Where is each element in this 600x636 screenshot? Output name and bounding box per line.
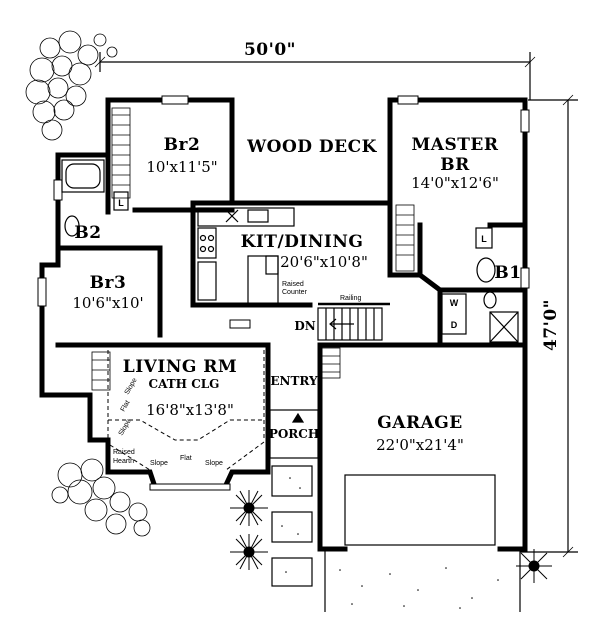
shrub-cluster-left <box>51 458 151 537</box>
garage-name: GARAGE <box>377 413 463 433</box>
room-br2: Br2 10'x11'5" <box>146 135 217 176</box>
living-ceiling: CATH CLG <box>149 377 220 391</box>
closet-hatch <box>91 107 415 391</box>
flat-label-side: Flat <box>120 399 132 413</box>
wood-deck-label: WOOD DECK <box>246 137 378 157</box>
slope-label-upper: Slope <box>124 377 139 396</box>
living-size: 16'8"x13'8" <box>146 401 234 419</box>
room-br3: Br3 10'6"x10' <box>72 273 143 312</box>
stairs <box>317 302 390 341</box>
kitchen-name: KIT/DINING <box>241 232 364 252</box>
master-name-line1: MASTER <box>411 135 498 155</box>
kitchen-note-line1: Raised <box>282 281 304 288</box>
driveway-texture <box>281 477 499 609</box>
shrub-star-2 <box>230 534 268 570</box>
entry-label: ENTRY <box>270 374 318 388</box>
garage-size: 22'0"x21'4" <box>376 436 464 454</box>
kitchen-size: 20'6"x10'8" <box>280 253 368 271</box>
bath2-label: B2 <box>74 223 101 243</box>
living-name: LIVING RM <box>123 357 237 377</box>
interior-walls <box>55 152 528 411</box>
windows <box>37 95 530 491</box>
bath1-linen-label: L <box>481 234 487 244</box>
room-garage: GARAGE 22'0"x21'4" <box>376 413 464 454</box>
exterior-walls <box>39 97 528 552</box>
width-label: 50'0" <box>244 40 296 60</box>
dryer-label: D <box>451 320 458 330</box>
bath1-label: B1 <box>494 263 521 283</box>
depth-label: 47'0" <box>541 299 561 351</box>
width-dimension: 50'0" <box>94 40 536 100</box>
room-kitchen: KIT/DINING 20'6"x10'8" Raised Counter <box>241 232 368 296</box>
washer-label: W <box>450 298 459 308</box>
kitchen-fixtures <box>197 207 295 305</box>
room-master: MASTER BR 14'0"x12'6" <box>411 135 499 192</box>
br2-name: Br2 <box>164 135 201 155</box>
br2-size: 10'x11'5" <box>146 158 217 176</box>
porch-label: PORCH <box>269 427 319 441</box>
raised-hearth-line1: Raised <box>113 449 135 456</box>
bath1-fixtures <box>441 227 519 343</box>
slope-label-left: Slope <box>150 460 168 467</box>
slope-label-lower: Slope <box>118 418 133 437</box>
bath2-linen-label: L <box>118 198 124 208</box>
shrub-star-1 <box>230 490 268 526</box>
tree-cluster-topleft <box>25 30 118 141</box>
railing-label: Railing <box>340 295 362 302</box>
depth-dimension: 47'0" <box>520 94 578 558</box>
raised-hearth-line2: Hearth <box>113 458 134 465</box>
master-size: 14'0"x12'6" <box>411 174 499 192</box>
kitchen-note-line2: Counter <box>282 289 308 296</box>
master-name-line2: BR <box>440 155 470 175</box>
porch-walkway <box>269 409 521 612</box>
room-living: LIVING RM CATH CLG 16'8"x13'8" <box>123 357 237 419</box>
shrub-star-3 <box>516 549 552 583</box>
flat-label-bottom: Flat <box>180 455 192 462</box>
br3-name: Br3 <box>90 273 127 293</box>
slope-label-right: Slope <box>205 460 223 467</box>
br3-size: 10'6"x10' <box>72 294 143 312</box>
living-ceiling-lines <box>107 350 265 471</box>
bath2-fixtures <box>61 159 129 237</box>
stairs-down-label: DN <box>294 319 315 333</box>
